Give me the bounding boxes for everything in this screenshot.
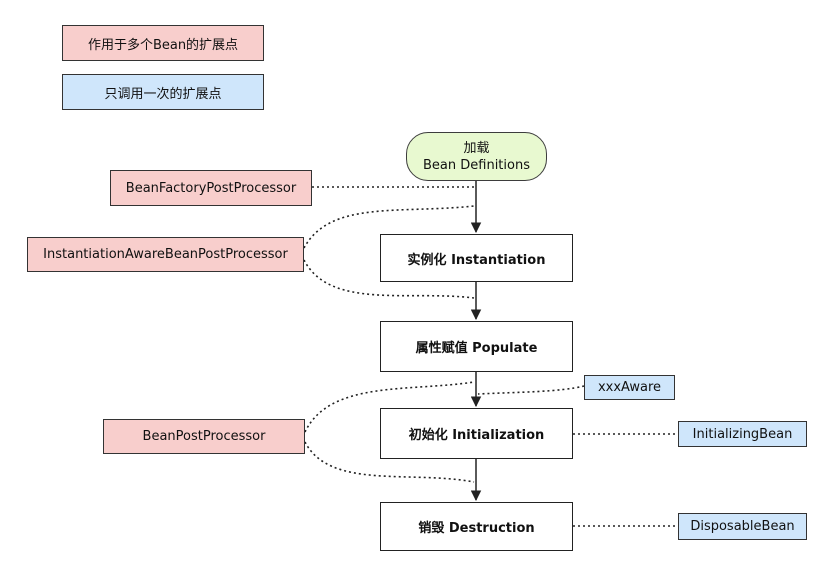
bean-factory-post-processor-label: BeanFactoryPostProcessor xyxy=(125,180,297,196)
link-bean-post-processor-before xyxy=(304,381,475,433)
link-xxx-aware xyxy=(477,385,585,395)
initializing-bean: InitializingBean xyxy=(678,421,807,447)
initializing-bean-label: InitializingBean xyxy=(692,426,793,442)
stage-populate-label: 属性赋值 Populate xyxy=(415,341,538,356)
start-node-line1: 加载 xyxy=(463,140,490,156)
legend-multi-bean: 作用于多个Bean的扩展点 xyxy=(62,25,264,61)
stage-instantiation: 实例化 Instantiation xyxy=(380,234,573,282)
stage-initialization-label: 初始化 Initialization xyxy=(408,428,545,443)
legend-single-call-label: 只调用一次的扩展点 xyxy=(104,86,222,102)
disposable-bean-label: DisposableBean xyxy=(690,519,795,534)
bean-post-processor-label: BeanPostProcessor xyxy=(142,429,266,444)
legend-multi-bean-label: 作用于多个Bean的扩展点 xyxy=(87,37,239,53)
xxx-aware-label: xxxAware xyxy=(597,380,662,395)
disposable-bean: DisposableBean xyxy=(678,513,807,540)
legend-single-call: 只调用一次的扩展点 xyxy=(62,74,264,110)
bean-factory-post-processor: BeanFactoryPostProcessor xyxy=(110,170,312,206)
stage-instantiation-label: 实例化 Instantiation xyxy=(407,252,546,268)
stage-destruction-label: 销毁 Destruction xyxy=(418,521,535,536)
bean-post-processor: BeanPostProcessor xyxy=(103,419,305,454)
instantiation-aware-bean-post-processor: InstantiationAwareBeanPostProcessor xyxy=(27,237,304,272)
start-node-line2: Bean Definitions xyxy=(423,157,530,173)
xxx-aware: xxxAware xyxy=(584,375,675,400)
start-node-load-bean-definitions: 加载 Bean Definitions xyxy=(406,132,547,181)
stage-destruction: 销毁 Destruction xyxy=(380,502,573,551)
stage-populate: 属性赋值 Populate xyxy=(380,321,573,372)
link-instantiation-aware-before xyxy=(303,205,475,249)
instantiation-aware-bean-post-processor-label: InstantiationAwareBeanPostProcessor xyxy=(43,247,288,262)
link-bean-post-processor-after xyxy=(304,441,475,483)
stage-initialization: 初始化 Initialization xyxy=(380,408,573,459)
